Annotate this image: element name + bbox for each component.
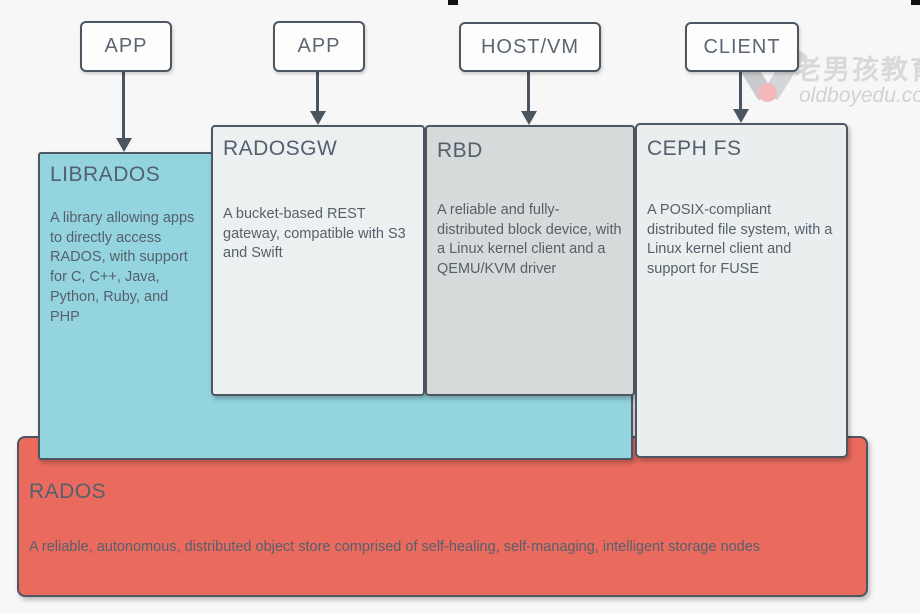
node-app-2: APP xyxy=(273,21,365,72)
watermark-brand-text: 老男孩教育 xyxy=(794,55,920,85)
node-app-1: APP xyxy=(80,21,172,72)
layer-librados-title: LIBRADOS xyxy=(50,163,161,186)
arrow-app2-to-radosgw xyxy=(316,68,319,115)
layer-rados-description: A reliable, autonomous, distributed obje… xyxy=(29,539,761,555)
node-client-label: CLIENT xyxy=(703,35,781,58)
node-host-vm: HOST/VM xyxy=(459,22,601,72)
layer-cephfs-description: A POSIX-compliant distributed file syste… xyxy=(647,202,833,278)
layer-librados-description: A library allowing apps to directly acce… xyxy=(50,210,195,325)
node-client: CLIENT xyxy=(685,22,799,72)
node-host-vm-label: HOST/VM xyxy=(480,35,580,58)
arrowhead-app1-to-librados xyxy=(116,138,132,152)
screen-edge-artifact xyxy=(911,0,920,5)
watermark-domain-text: oldboyedu.com xyxy=(799,84,920,107)
layer-radosgw-title: RADOSGW xyxy=(223,137,338,160)
layer-rbd-description: A reliable and fully-distributed block d… xyxy=(437,202,622,278)
oldboy-logo-icon xyxy=(729,44,807,106)
layer-rbd: RBD A reliable and fully-distributed blo… xyxy=(425,125,635,396)
arrowhead-app2-to-radosgw xyxy=(310,111,326,125)
arrow-hostvm-to-rbd xyxy=(527,68,530,115)
layer-cephfs: CEPH FS A POSIX-compliant distributed fi… xyxy=(635,123,848,458)
layer-radosgw-description: A bucket-based REST gateway, compatible … xyxy=(223,206,406,262)
node-app-1-label: APP xyxy=(104,35,148,57)
arrowhead-hostvm-to-rbd xyxy=(521,111,537,125)
screen-edge-artifact xyxy=(448,0,458,5)
logo-pink-dot xyxy=(758,83,777,102)
layer-rados: RADOS A reliable, autonomous, distribute… xyxy=(17,436,868,597)
arrowhead-client-to-cephfs xyxy=(733,109,749,123)
layer-cephfs-title: CEPH FS xyxy=(647,137,742,160)
layer-rbd-title: RBD xyxy=(437,139,483,162)
layer-rados-title: RADOS xyxy=(29,480,107,503)
layer-radosgw: RADOSGW A bucket-based REST gateway, com… xyxy=(211,125,425,396)
arrow-client-to-cephfs xyxy=(739,68,742,113)
arrow-app1-to-librados xyxy=(122,68,125,142)
node-app-2-label: APP xyxy=(297,35,341,57)
